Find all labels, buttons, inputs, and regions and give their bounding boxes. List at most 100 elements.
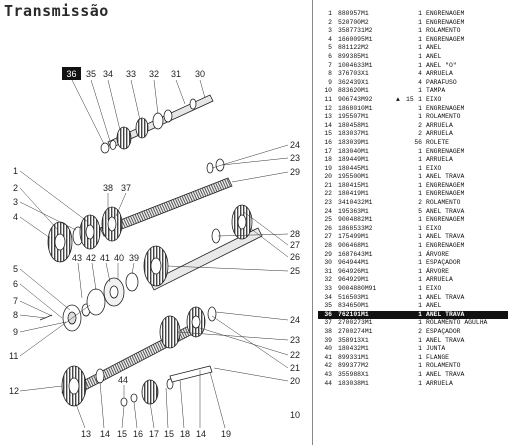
callout-28: 28 — [290, 229, 300, 239]
parts-list-quantity: 1 — [418, 250, 422, 258]
parts-list-description: ROLAMENTO — [426, 113, 461, 121]
parts-list-part-number: 180458M1 — [338, 121, 369, 129]
parts-list-description: EIXO — [426, 224, 442, 232]
parts-list-ref-number: 39 — [324, 336, 332, 344]
parts-list-part-number: 2700274M1 — [338, 327, 373, 335]
parts-list-part-number: 355988X1 — [338, 370, 369, 378]
parts-list-ref-number: 44 — [324, 379, 332, 387]
parts-list-description: ANEL — [426, 52, 442, 60]
callout-15-lower: 15 — [164, 429, 174, 439]
parts-list-ref-number: 41 — [324, 353, 332, 361]
parts-list-part-number: 899377M2 — [338, 362, 369, 370]
callout-18: 18 — [180, 429, 190, 439]
callout-26: 26 — [290, 252, 300, 262]
parts-list-quantity: 2 — [418, 327, 422, 335]
parts-list-description: ROLAMENTO — [426, 27, 461, 35]
callout-16: 16 — [133, 429, 143, 439]
parts-list-quantity: 1 — [418, 216, 422, 224]
parts-list-quantity: 1 — [418, 302, 422, 310]
callout-25: 25 — [290, 266, 300, 276]
parts-list-part-number: 180415M1 — [338, 181, 369, 189]
parts-list-part-number: 906743M92 — [338, 95, 373, 103]
parts-list-part-number: 195500M1 — [338, 173, 369, 181]
parts-list-quantity: 1 — [418, 293, 422, 301]
parts-list-ref-number: 25 — [324, 216, 332, 224]
parts-list-description: ANEL "O" — [426, 61, 457, 69]
parts-list-ref-number: 16 — [324, 138, 332, 146]
callout-23-upper: 23 — [290, 153, 300, 163]
flange-cover-assembly — [39, 272, 139, 332]
callout-highlight-box — [62, 67, 81, 80]
parts-list-part-number: 183039M1 — [338, 138, 369, 146]
callout-34: 34 — [103, 69, 113, 79]
parts-list-quantity: 2 — [418, 121, 422, 129]
parts-list-quantity: 1 — [418, 10, 422, 17]
parts-list-quantity: 1 — [418, 44, 422, 52]
parts-list-ref-number: 17 — [324, 147, 332, 155]
parts-list-ref-number: 2 — [328, 18, 332, 26]
callout-36: 36 — [66, 69, 76, 79]
parts-list-quantity: 5 — [418, 207, 422, 215]
callout-10: 10 — [290, 410, 300, 420]
callout-35: 35 — [86, 69, 96, 79]
parts-list-part-number: 762101M1 — [338, 310, 369, 318]
parts-list-description: ARRUELA — [426, 70, 453, 78]
parts-list-description: ANEL TRAVA — [426, 336, 465, 344]
parts-list-quantity: 1 — [418, 104, 422, 112]
parts-list-ref-number: 21 — [324, 181, 332, 189]
parts-list-quantity: 1 — [418, 259, 422, 267]
parts-list-part-number: 183037M1 — [338, 130, 369, 138]
parts-list-ref-number: 9 — [328, 78, 332, 86]
parts-list-part-number: 358913X1 — [338, 336, 369, 344]
parts-list-part-number: 516503M1 — [338, 293, 369, 301]
parts-list-description: JUNTA — [426, 345, 446, 353]
callout-43: 43 — [72, 253, 82, 263]
parts-list-description: ESPAÇADOR — [426, 259, 461, 267]
parts-list-quantity: 1 — [418, 190, 422, 198]
lower-shaft-assembly — [61, 306, 217, 407]
parts-list-part-number: 964926M1 — [338, 267, 369, 275]
callout-11: 11 — [9, 351, 18, 361]
parts-list-ref-number: 22 — [324, 190, 332, 198]
callout-15: 15 — [117, 429, 127, 439]
parts-list-quantity: 1 — [418, 164, 422, 172]
callout-17: 17 — [149, 429, 159, 439]
parts-list-part-number: 1687643M1 — [338, 250, 373, 258]
parts-list-ref-number: 20 — [324, 173, 332, 181]
parts-list-ref-number: 11 — [324, 95, 332, 103]
parts-list-part-number: 880957M1 — [338, 10, 369, 17]
parts-list-quantity: 1 — [418, 242, 422, 250]
parts-list-part-number: 376703X1 — [338, 70, 369, 78]
parts-list-ref-number: 24 — [324, 207, 332, 215]
parts-list-ref-number: 27 — [324, 233, 332, 241]
parts-list-quantity: 2 — [418, 130, 422, 138]
parts-list-ref-number: 12 — [324, 104, 332, 112]
parts-list-part-number: 183040M1 — [338, 147, 369, 155]
parts-list-description: EIXO — [426, 95, 442, 103]
parts-list-description: ANEL TRAVA — [426, 173, 465, 181]
parts-list-ref-number: 8 — [328, 70, 332, 78]
